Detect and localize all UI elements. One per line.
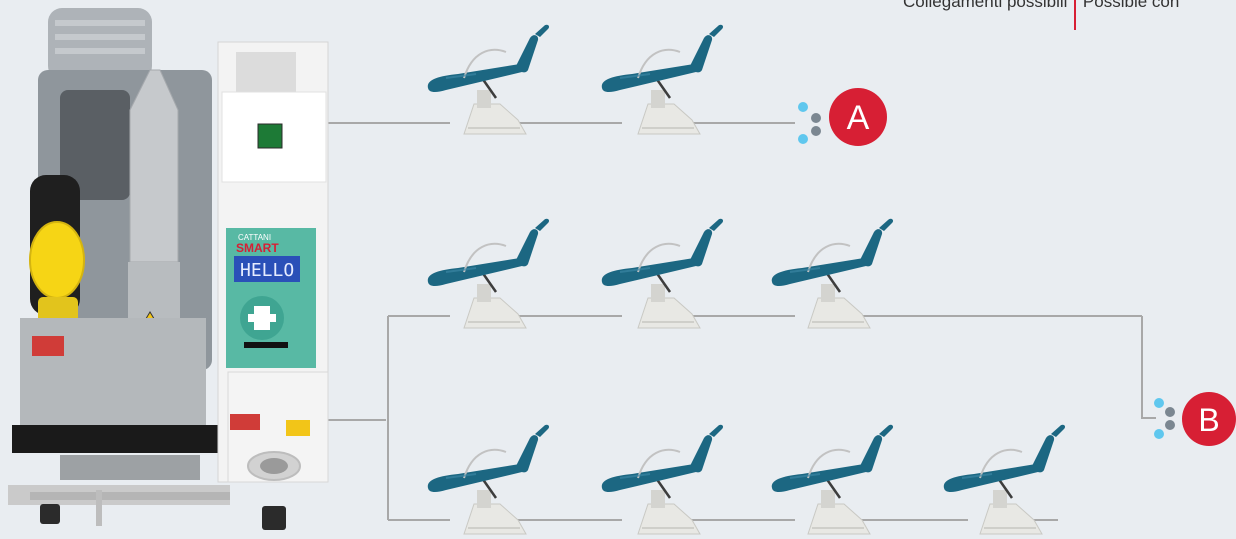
dot-icon — [811, 113, 821, 123]
brand-model-label: SMART — [236, 241, 279, 255]
dot-icon — [1165, 407, 1175, 417]
header-separator — [1074, 0, 1076, 30]
dot-icon — [798, 102, 808, 112]
dental-chair-icon — [600, 423, 725, 536]
dot-icon — [798, 134, 808, 144]
header-left-text: Collegamenti possibili — [903, 0, 1068, 11]
dot-icon — [1154, 429, 1164, 439]
chair-group-b-row-1 — [426, 217, 895, 330]
badge-circle — [1182, 392, 1236, 446]
dental-chair-icon — [770, 423, 895, 536]
suction-unit: CATTANI SMART HELLO — [8, 8, 329, 530]
connection-lines — [326, 122, 1156, 521]
dot-icon — [811, 126, 821, 136]
badge-a: A — [798, 88, 887, 146]
dot-icon — [1154, 398, 1164, 408]
header: Collegamenti possibili Possible con — [903, 0, 1179, 32]
dental-chair-icon — [426, 217, 551, 330]
badge-label: B — [1198, 402, 1219, 438]
dental-chair-icon — [426, 23, 551, 136]
dot-icon — [1165, 420, 1175, 430]
badge-circle — [829, 88, 887, 146]
dental-chair-icon — [426, 423, 551, 536]
display-text: HELLO — [240, 260, 294, 281]
chair-group-a — [426, 23, 725, 136]
dental-chair-icon — [942, 423, 1067, 536]
badge-b: B — [1154, 392, 1236, 446]
dental-chair-icon — [600, 217, 725, 330]
dental-chair-icon — [600, 23, 725, 136]
badge-label: A — [847, 99, 870, 137]
dental-chair-icon — [770, 217, 895, 330]
brand-small-label: CATTANI — [238, 233, 271, 242]
header-right-text: Possible con — [1082, 0, 1180, 11]
chair-group-b-row-2 — [426, 423, 1067, 536]
